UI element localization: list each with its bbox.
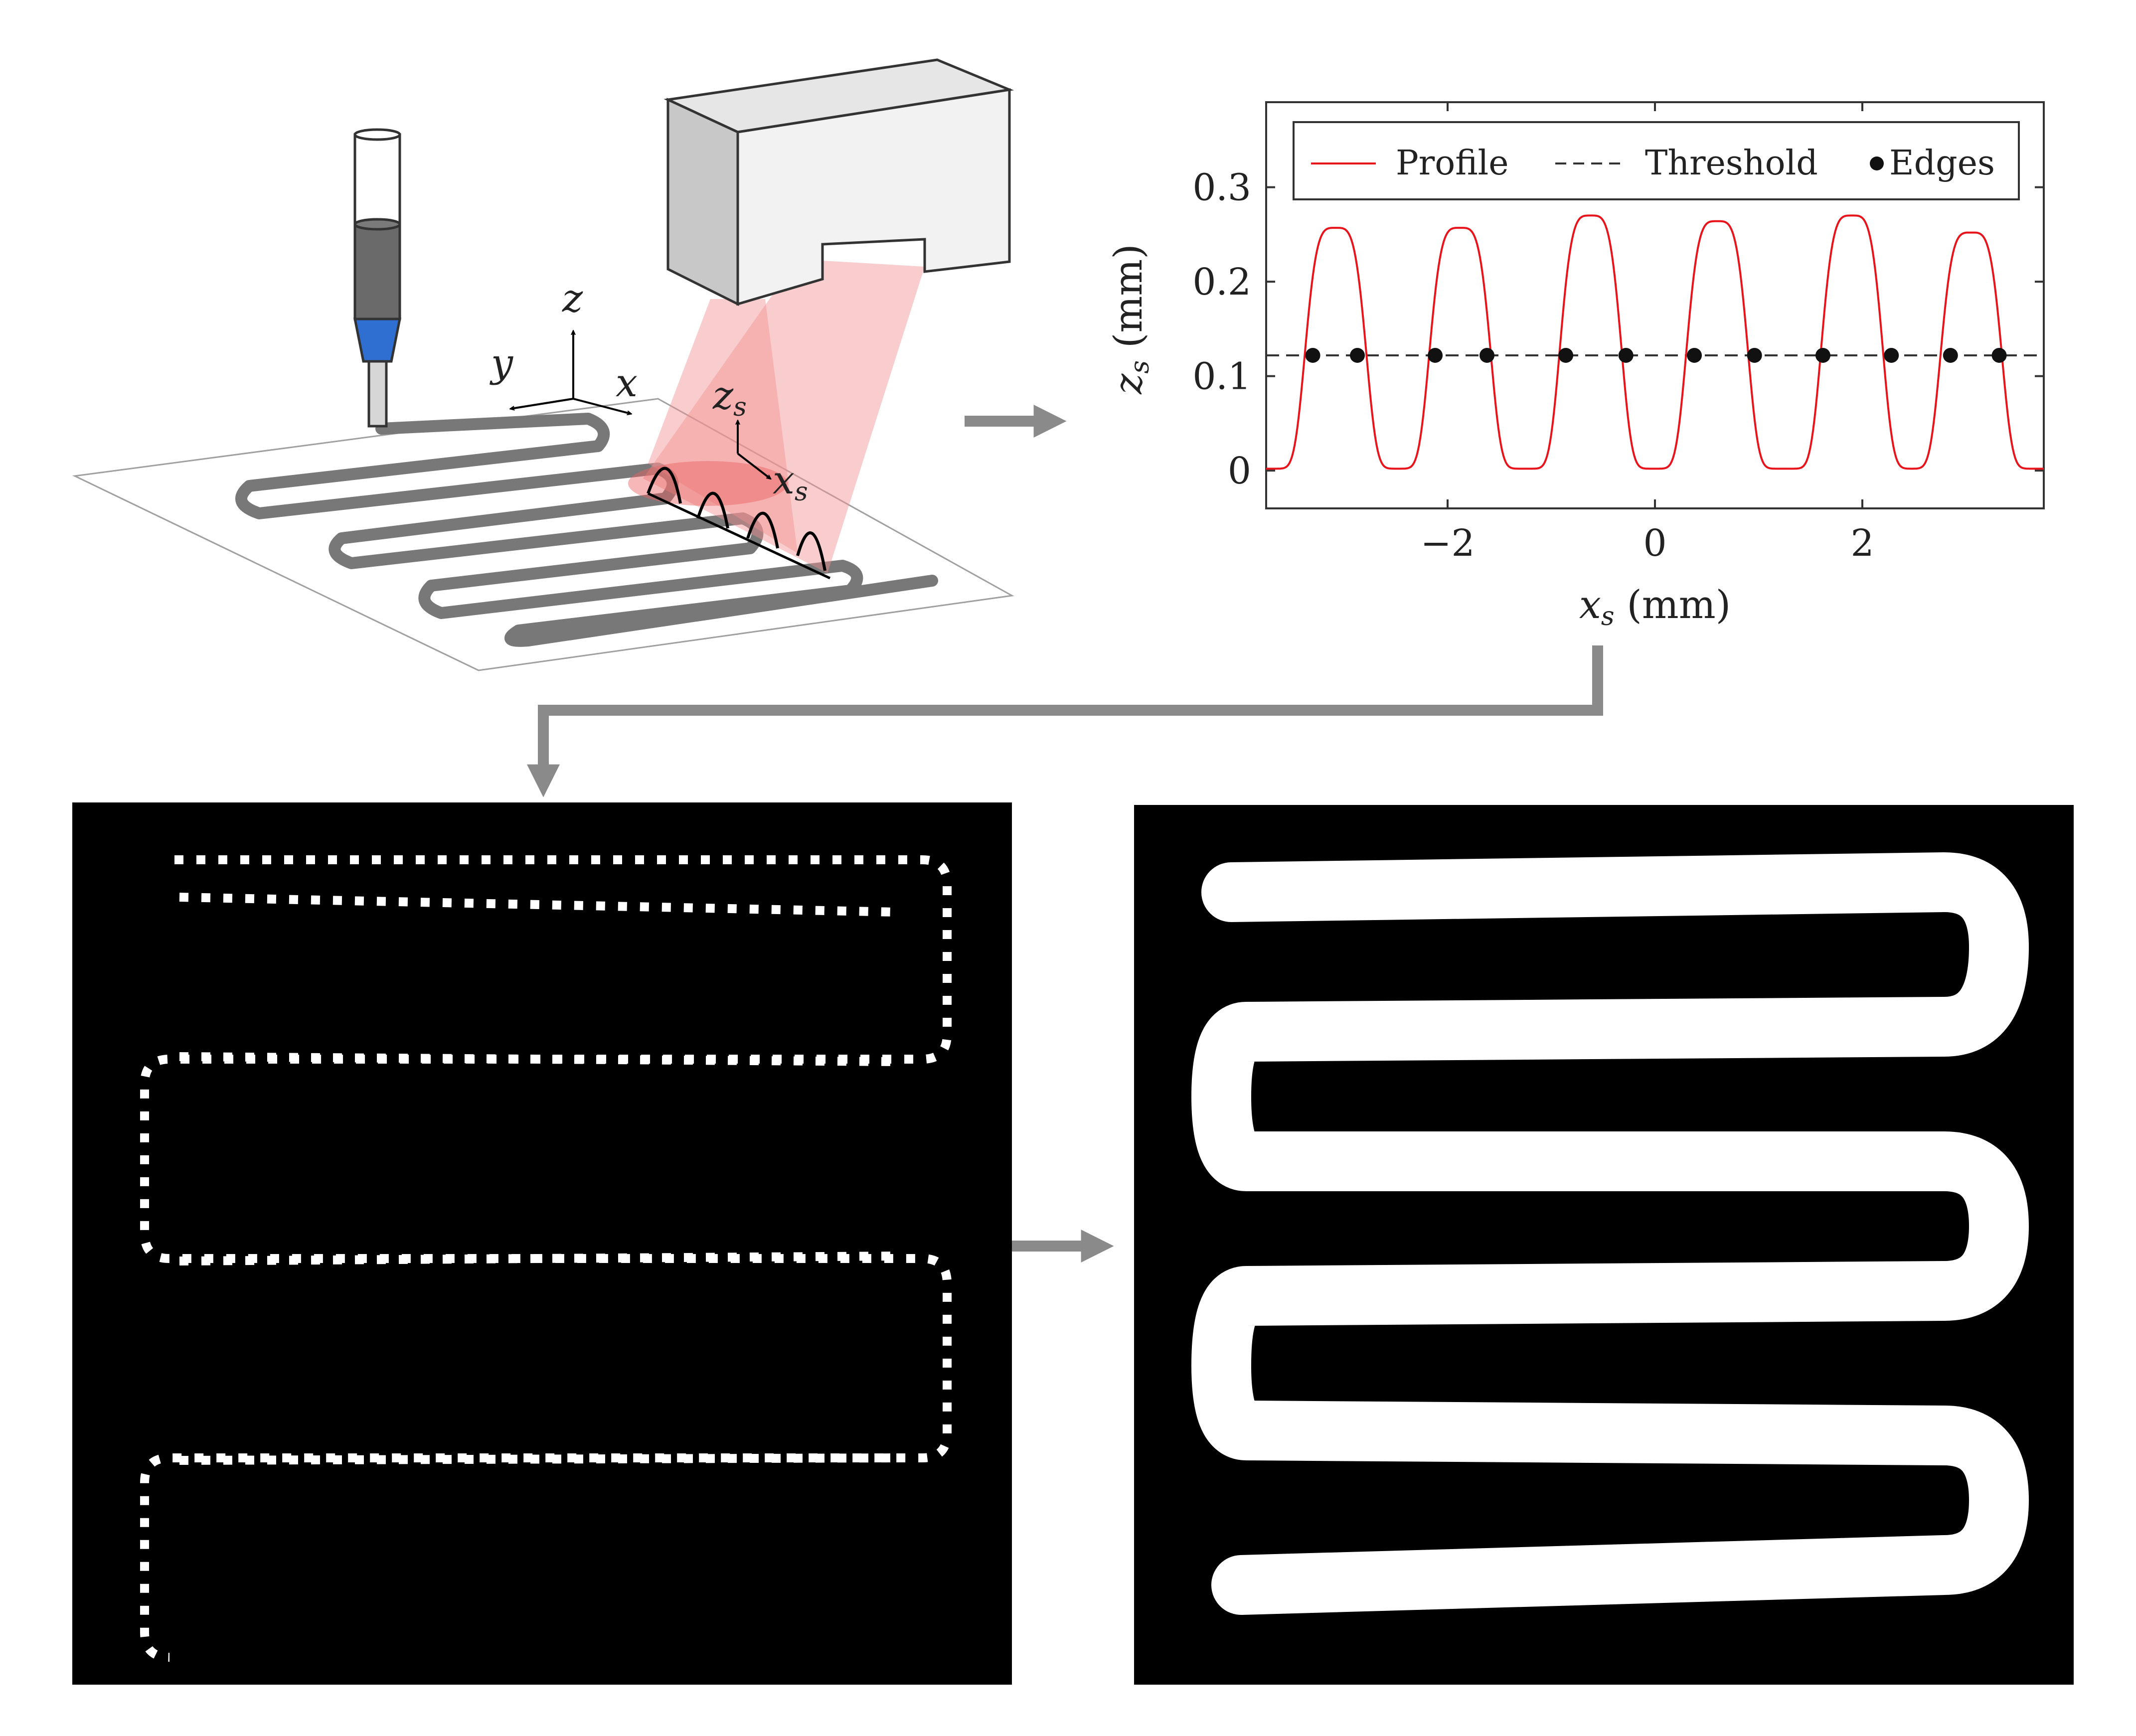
arrow-chart-to-points — [527, 645, 1603, 797]
world-axes: z y x — [490, 276, 638, 414]
profile-line — [1266, 214, 2044, 470]
laser-beam-a — [648, 299, 798, 553]
profile-chart: −2 0 2 0 0.1 0.2 0.3 Profile Threshold Edges z… — [1106, 101, 2045, 631]
legend-edges-label: Edges — [1889, 144, 1995, 183]
laser-scanner — [663, 58, 1014, 307]
edge-marker — [1428, 347, 1443, 363]
legend-box — [1293, 121, 2020, 200]
edge-dotted-outline — [140, 855, 952, 1662]
legend-threshold-label: Threshold — [1645, 144, 1818, 183]
dispensing-syringe — [353, 128, 402, 428]
edge-points-panel-bg — [72, 802, 1012, 1685]
edge-points — [1305, 347, 2007, 363]
filled-trace-shape — [1191, 852, 2029, 1615]
axis-label-z: z — [562, 276, 583, 321]
sensor-label-x: xs — [773, 458, 808, 507]
edge-marker — [1479, 347, 1495, 363]
x-axis-title: xs (mm) — [1579, 583, 1731, 631]
axis-label-x: x — [616, 361, 638, 406]
chart-legend: Profile Threshold Edges — [1293, 121, 2020, 200]
syringe-ink — [353, 223, 401, 320]
edge-points-panel — [72, 802, 1012, 1685]
legend-edges-marker — [1870, 157, 1884, 170]
laser-spot — [628, 461, 788, 506]
nozzle-cone — [353, 317, 402, 363]
y-tick-label: 0.3 — [1192, 166, 1251, 209]
printed-trace — [235, 413, 938, 647]
scan-profile-curve — [647, 467, 826, 571]
edge-marker — [1558, 347, 1574, 363]
edge-marker — [1943, 347, 1958, 363]
sensor-axes: zs xs — [712, 373, 808, 507]
edge-marker — [1618, 347, 1634, 363]
axis-label-y: y — [490, 341, 513, 386]
x-tick-label: 0 — [1643, 522, 1666, 565]
syringe-barrel — [353, 133, 401, 226]
y-tick-label: 0.1 — [1192, 355, 1251, 398]
edge-marker — [1991, 347, 2007, 363]
chart-ticks: −2 0 2 0 0.1 0.2 0.3 — [1192, 102, 2044, 565]
legend-profile-label: Profile — [1396, 144, 1509, 183]
nozzle-tip — [367, 360, 388, 428]
filled-trace-panel — [1134, 805, 2074, 1685]
scan-line — [647, 492, 831, 580]
edge-marker — [1687, 347, 1702, 363]
edge-marker — [1305, 347, 1320, 363]
y-axis-title: zs (mm) — [1106, 244, 1155, 394]
flow-arrows — [527, 405, 1603, 1263]
sensor-label-z: zs — [712, 373, 747, 422]
edge-marker — [1747, 347, 1762, 363]
edge-marker — [1884, 347, 1899, 363]
x-tick-label: −2 — [1420, 522, 1475, 565]
y-tick-label: 0.2 — [1192, 261, 1251, 304]
y-tick-label: 0 — [1228, 450, 1251, 492]
printing-schematic: z y x zs xs — [72, 58, 1014, 671]
edge-marker — [1350, 347, 1365, 363]
x-tick-label: 2 — [1850, 522, 1874, 565]
edge-marker — [1815, 347, 1830, 363]
